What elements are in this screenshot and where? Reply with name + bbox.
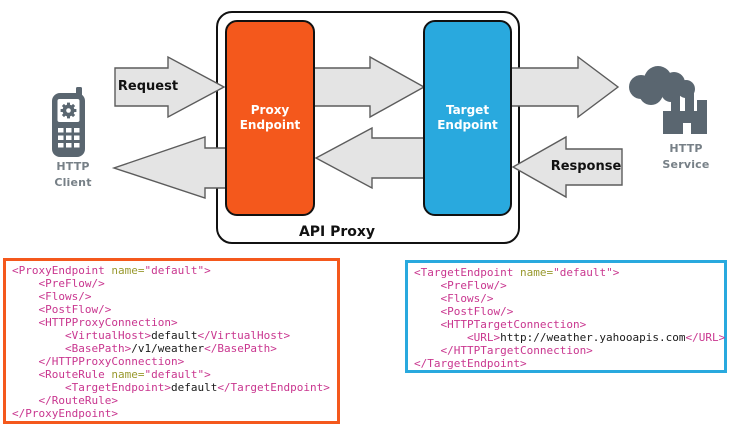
return-to-client-arrow-icon (111, 136, 233, 199)
proxy-endpoint-label-line2: Endpoint (239, 118, 301, 132)
target-endpoint-xml-code: <TargetEndpoint name="default"> <PreFlow… (405, 260, 727, 373)
http-client-label-line2: Client (54, 176, 92, 189)
proxy-endpoint-label-line1: Proxy (250, 103, 290, 117)
target-to-proxy-arrow-icon (314, 126, 429, 190)
target-to-service-arrow-icon (507, 55, 620, 119)
http-service-label-line2: Service (662, 158, 710, 171)
proxy-endpoint-xml-code: <ProxyEndpoint name="default"> <PreFlow/… (3, 258, 340, 424)
http-service-label: HTTP Service (653, 141, 719, 173)
api-proxy-label: API Proxy (298, 224, 376, 240)
response-label: Response (550, 159, 622, 174)
http-client-label: HTTP Client (40, 159, 106, 191)
response-arrow-icon (511, 135, 623, 199)
proxy-to-target-arrow-icon (311, 55, 426, 119)
target-endpoint-label-line1: Target (445, 103, 490, 117)
factory-building (663, 93, 707, 134)
target-endpoint-label-line2: Endpoint (437, 118, 498, 132)
mobile-phone-icon (52, 87, 85, 157)
gear-icon (60, 102, 77, 119)
target-endpoint-box: Target Endpoint (423, 20, 512, 216)
keypad-keys (58, 128, 80, 148)
smoke-cloud-icon (629, 66, 695, 105)
request-label: Request (117, 79, 179, 94)
request-arrow-icon (114, 55, 226, 119)
http-service-label-line1: HTTP (669, 142, 703, 155)
factory-door (683, 123, 691, 134)
proxy-endpoint-box: Proxy Endpoint (225, 20, 315, 216)
factory-cloud-icon (629, 66, 707, 134)
http-client-label-line1: HTTP (56, 160, 90, 173)
